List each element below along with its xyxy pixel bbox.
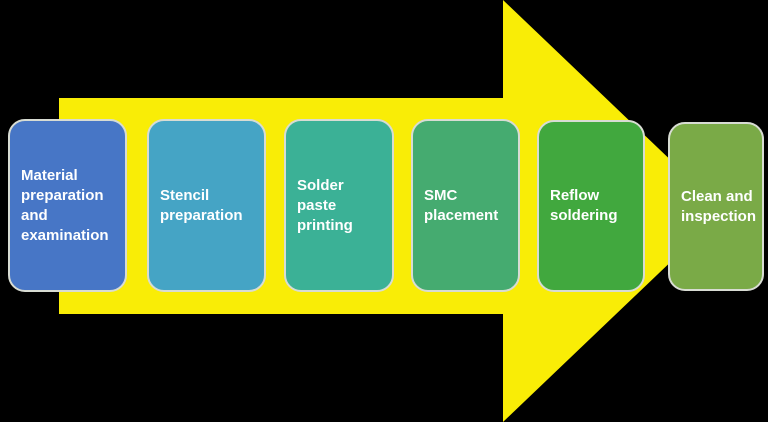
step-box-clean-and-inspection: Clean and inspection bbox=[668, 122, 764, 291]
step-label-stencil-preparation: Stencil preparation bbox=[160, 186, 243, 224]
step-box-reflow-soldering: Reflow soldering bbox=[537, 120, 645, 292]
step-box-stencil-preparation: Stencil preparation bbox=[147, 119, 266, 292]
step-label-reflow-soldering: Reflow soldering bbox=[550, 187, 618, 224]
step-label-smc-placement: SMC placement bbox=[424, 186, 499, 224]
step-label-material-preparation: Material preparation and examination bbox=[21, 166, 109, 244]
step-label-clean-and-inspection: Clean and inspection bbox=[681, 187, 757, 225]
step-box-solder-paste-printing: Solder paste printing bbox=[284, 119, 394, 292]
step-label-solder-paste-printing: Solder paste printing bbox=[297, 176, 353, 234]
step-box-smc-placement: SMC placement bbox=[411, 119, 520, 292]
step-box-material-preparation: Material preparation and examination bbox=[8, 119, 127, 292]
